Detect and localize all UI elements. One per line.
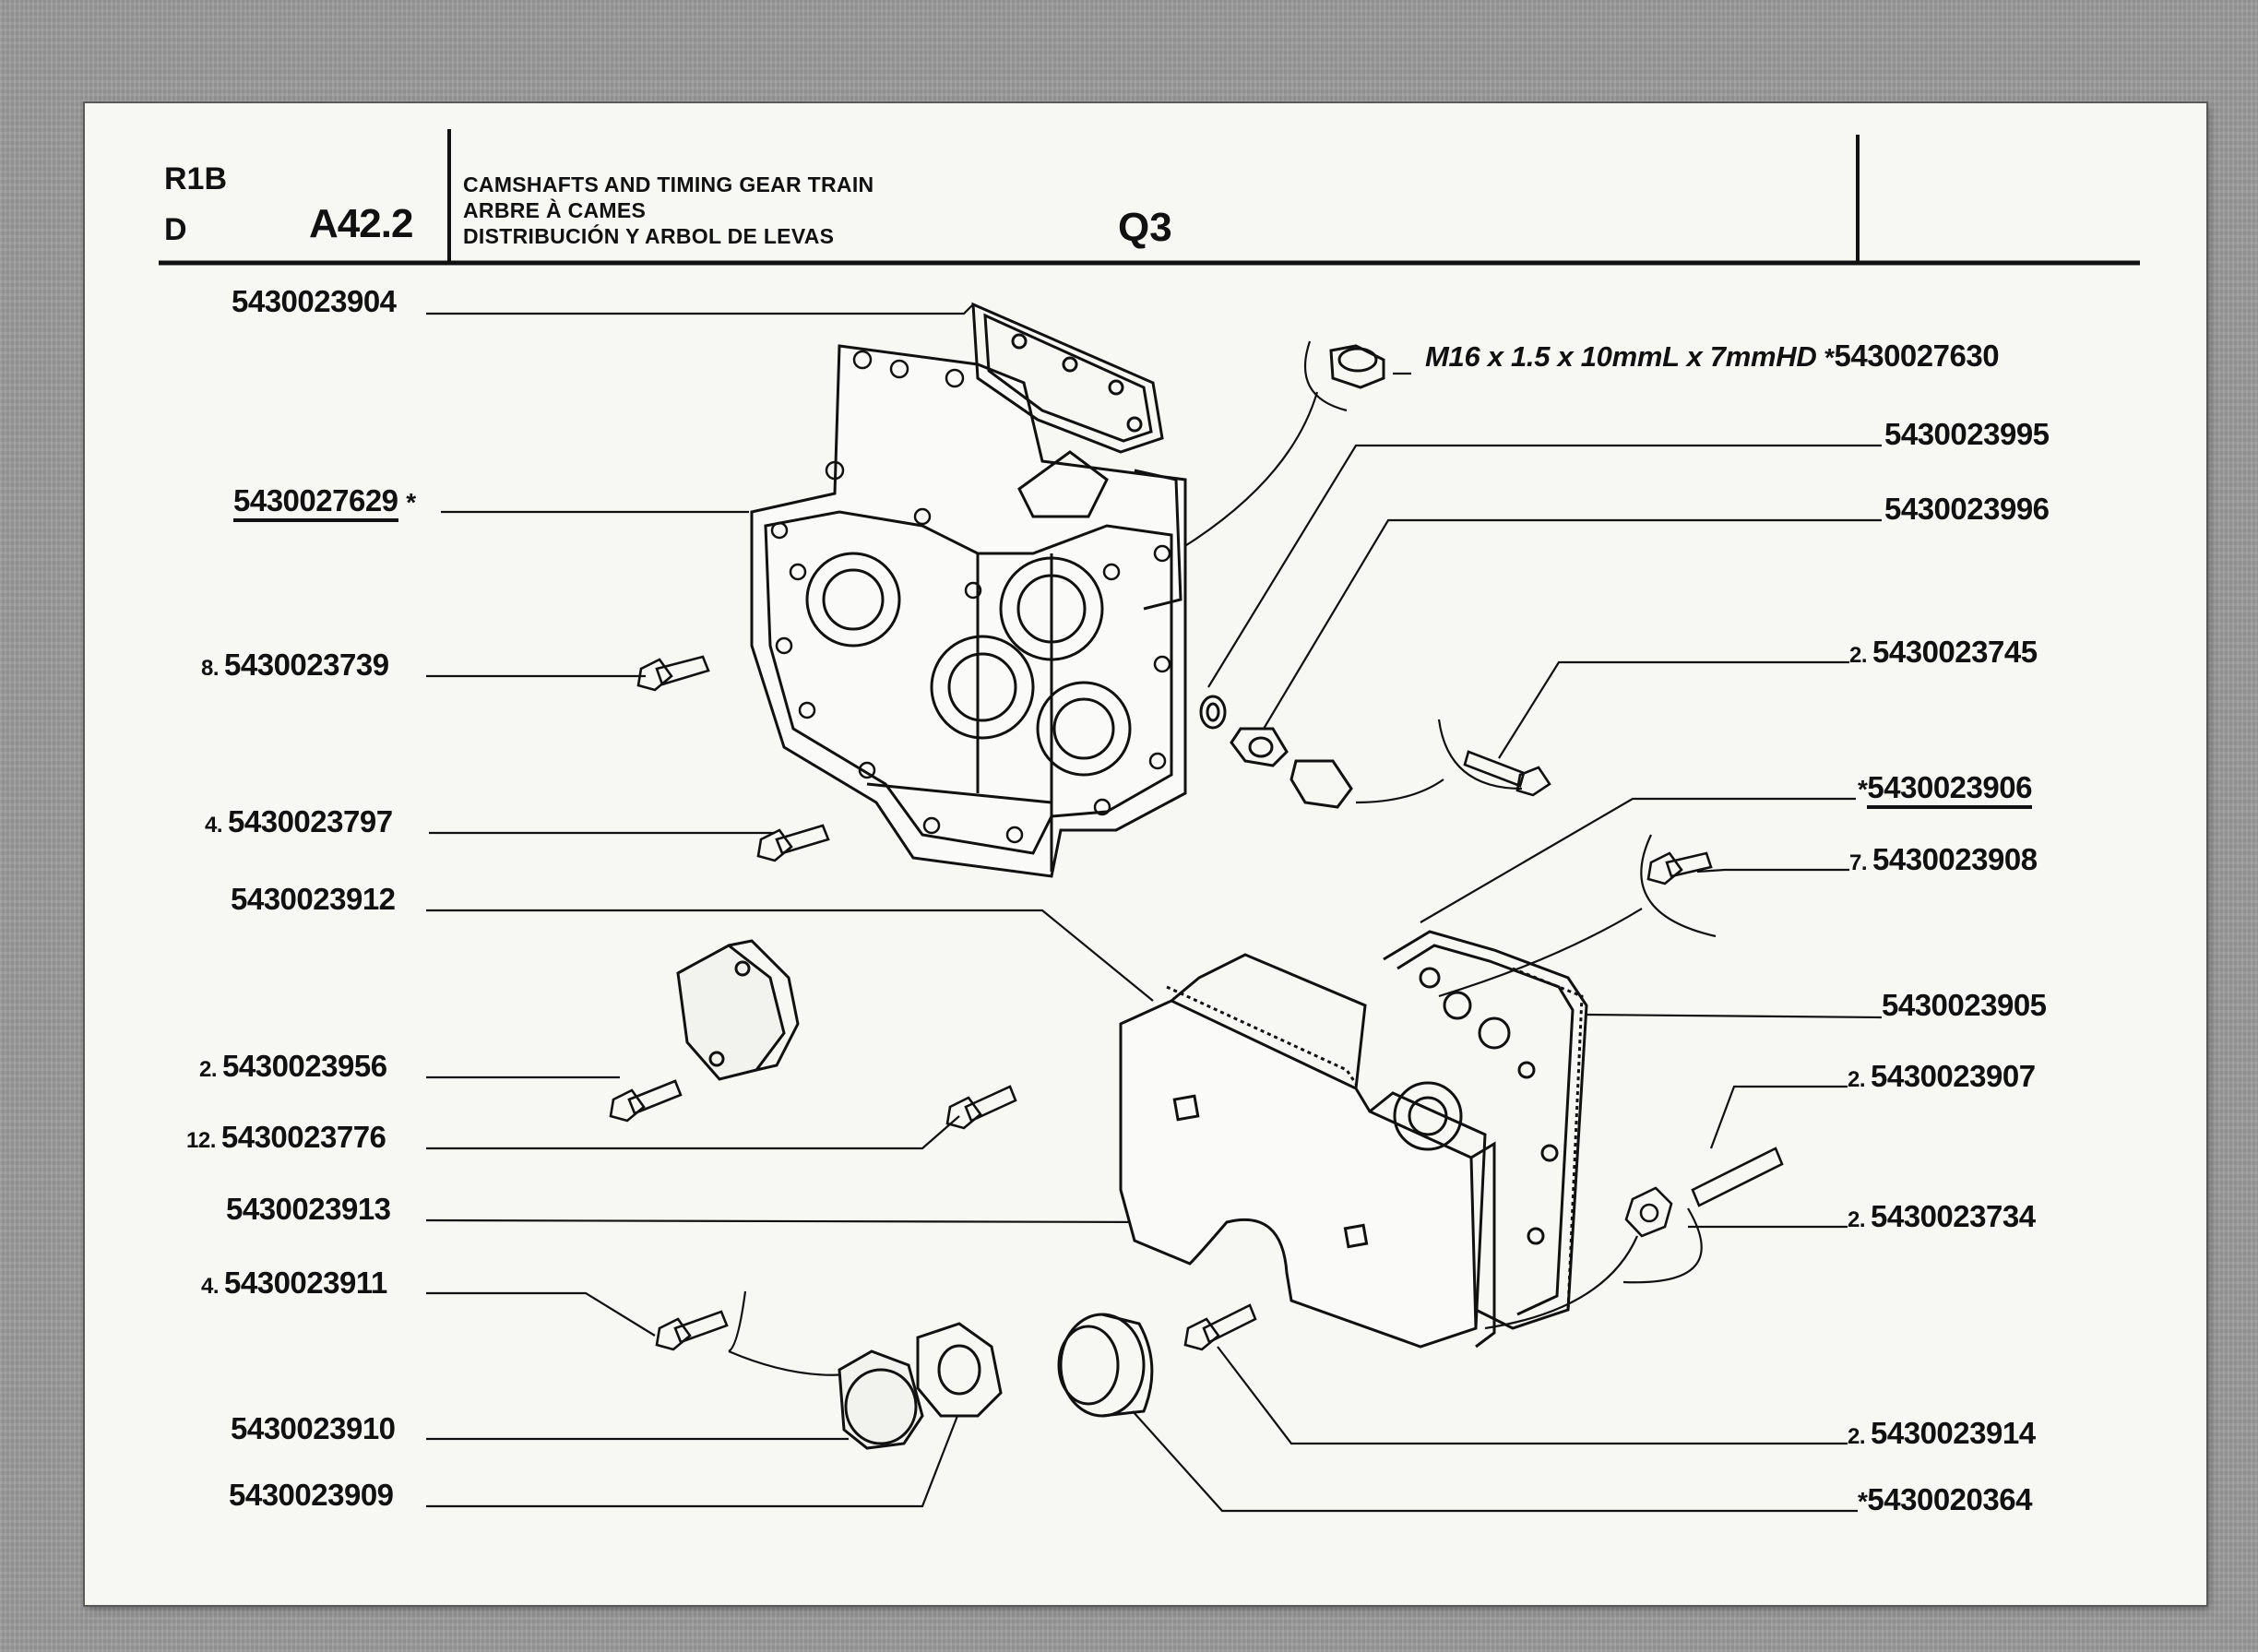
bolt-5430023776 xyxy=(945,1085,1017,1130)
part-label[interactable]: 2.5430023745 xyxy=(1849,635,2038,670)
plug-part xyxy=(1329,344,1385,389)
part-label[interactable]: 4.5430023797 xyxy=(205,804,393,839)
part-label[interactable]: 8.5430023739 xyxy=(201,648,389,683)
part-label[interactable]: 5430023910 xyxy=(231,1411,396,1446)
part-number: 5430023908 xyxy=(1872,842,2038,876)
part-number: 5430023913 xyxy=(226,1192,391,1226)
qty: 7. xyxy=(1849,850,1868,875)
page-number: A42.2 xyxy=(309,201,413,246)
part-label[interactable]: 2.5430023734 xyxy=(1848,1199,2036,1234)
part-number: 5430023797 xyxy=(228,804,393,838)
part-label[interactable]: 5430023996 xyxy=(1884,492,2050,527)
part-label[interactable]: 7.5430023908 xyxy=(1849,842,2038,877)
qty: 8. xyxy=(201,656,220,681)
bolt-5430023739 xyxy=(636,655,710,692)
part-number: 5430023956 xyxy=(222,1049,387,1083)
part-number: 5430023910 xyxy=(231,1411,396,1445)
bolt-5430023914 xyxy=(1183,1303,1257,1351)
part-number: 5430023745 xyxy=(1872,635,2038,669)
small-covers xyxy=(1199,695,1353,809)
bolts xyxy=(609,655,1784,1351)
qty: 2. xyxy=(199,1057,218,1082)
oil-seal xyxy=(1057,1313,1154,1418)
part-label[interactable]: 5430023913 xyxy=(226,1192,391,1227)
part-label[interactable]: 12.5430023776 xyxy=(186,1120,386,1155)
parts-sheet xyxy=(85,103,2206,1605)
leader-lines-left xyxy=(425,303,1165,1508)
part-number: 5430023739 xyxy=(224,648,389,682)
part-label[interactable]: 2.5430023914 xyxy=(1848,1416,2036,1451)
part-label[interactable]: 5430023912 xyxy=(231,882,396,917)
bolt-5430023911 xyxy=(655,1310,729,1351)
qty: 2. xyxy=(1848,1207,1866,1232)
part-label[interactable]: *5430023906 xyxy=(1858,770,2032,809)
asterisk-icon: * xyxy=(1858,775,1868,803)
gasket-upper xyxy=(971,302,1164,454)
part-number: 5430023912 xyxy=(231,882,396,916)
cover-plate-left xyxy=(676,939,800,1081)
stud-5430023907 xyxy=(1691,1147,1784,1207)
part-number: 5430023909 xyxy=(229,1478,394,1512)
part-label[interactable]: 5430023905 xyxy=(1882,988,2047,1023)
part-number: 5430023905 xyxy=(1882,988,2047,1022)
part-number: 5430020364 xyxy=(1867,1482,2032,1516)
variant-code: D xyxy=(164,212,187,247)
leader-lines-right xyxy=(1132,372,1883,1513)
part-number: 5430023907 xyxy=(1871,1059,2036,1093)
title-spanish: DISTRIBUCIÓN Y ARBOL DE LEVAS xyxy=(463,224,835,248)
thread-spec: M16 x 1.5 x 10mmL x 7mmHD xyxy=(1425,340,1817,373)
part-number: 5430023904 xyxy=(232,284,397,318)
part-label[interactable]: 5430023904 xyxy=(226,284,397,319)
part-number: 5430027629 xyxy=(233,483,398,522)
qty: 4. xyxy=(201,1274,220,1299)
qty: 12. xyxy=(186,1128,216,1153)
part-number: 5430023996 xyxy=(1884,492,2050,526)
model-code: R1B xyxy=(164,161,228,196)
asterisk-icon: * xyxy=(1824,343,1835,372)
cover-gasket xyxy=(916,1322,1003,1418)
qty: 2. xyxy=(1848,1067,1866,1092)
bolt-5430023956 xyxy=(609,1079,683,1123)
section-code: Q3 xyxy=(1118,205,1172,250)
part-label[interactable]: 2.5430023956 xyxy=(199,1049,387,1084)
qty: 2. xyxy=(1849,643,1868,668)
asterisk-icon: * xyxy=(406,488,416,517)
part-label[interactable]: 5430023995 xyxy=(1884,417,2050,452)
part-number: 5430027630 xyxy=(1834,339,2000,373)
part-label[interactable]: 4.5430023911 xyxy=(201,1266,387,1301)
title-french: ARBRE À CAMES xyxy=(463,198,647,222)
callout-arcs xyxy=(728,340,1717,1376)
bolt-5430023797 xyxy=(756,824,830,862)
part-label[interactable]: 5430023909 xyxy=(229,1478,394,1513)
part-number: 5430023914 xyxy=(1871,1416,2036,1450)
part-number: 5430023734 xyxy=(1871,1199,2036,1233)
part-label[interactable]: 5430027629 * xyxy=(233,483,416,522)
part-label[interactable]: 2.5430023907 xyxy=(1848,1059,2036,1094)
bolt-5430023745 xyxy=(1463,750,1551,797)
timing-cover-lower xyxy=(1119,930,1588,1349)
bolt-5430023908 xyxy=(1646,851,1713,885)
part-number: 5430023995 xyxy=(1884,417,2050,451)
part-label[interactable]: M16 x 1.5 x 10mmL x 7mmHD *5430027630 xyxy=(1425,339,2000,374)
part-number: 5430023776 xyxy=(220,1120,386,1154)
nut-5430023734 xyxy=(1624,1186,1673,1238)
bearing-cap xyxy=(838,1349,924,1450)
timing-case-housing xyxy=(750,344,1187,878)
title-english: CAMSHAFTS AND TIMING GEAR TRAIN xyxy=(463,172,874,196)
part-label[interactable]: *5430020364 xyxy=(1858,1482,2032,1517)
part-number: 5430023911 xyxy=(224,1266,387,1300)
part-number: 5430023906 xyxy=(1867,770,2032,809)
qty: 2. xyxy=(1848,1424,1866,1449)
asterisk-icon: * xyxy=(1858,1487,1868,1515)
qty: 4. xyxy=(205,813,223,838)
